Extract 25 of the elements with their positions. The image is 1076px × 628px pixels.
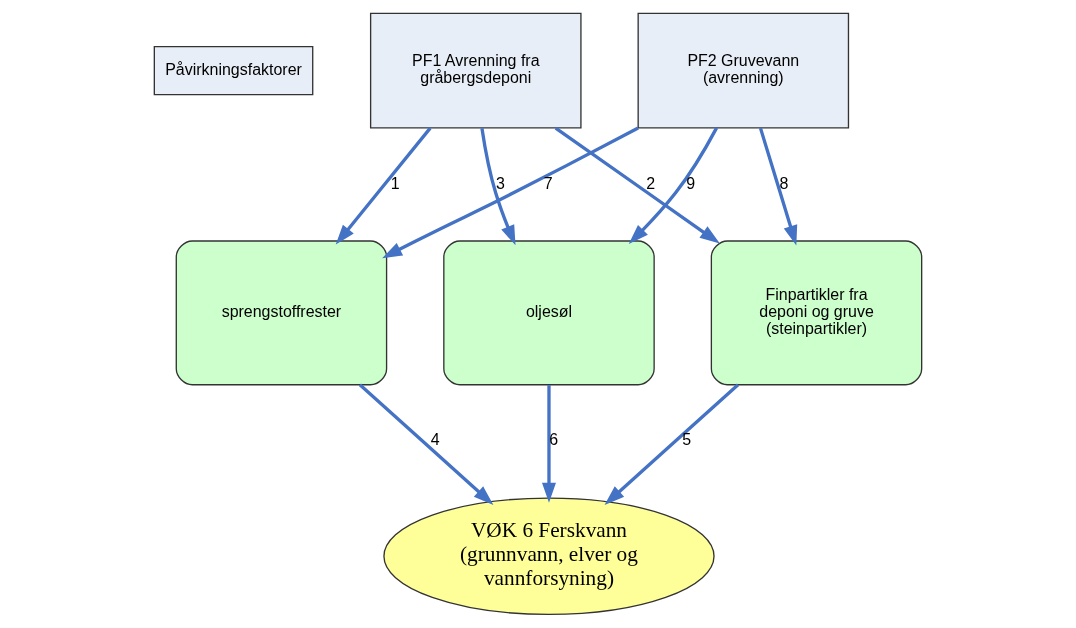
arrow — [480, 127, 516, 246]
edge-label: 1 — [390, 174, 400, 192]
edge-label: 6 — [549, 431, 559, 449]
edge-label: 9 — [686, 174, 696, 192]
arrow — [628, 127, 719, 244]
node-box: Påvirkningsfaktorer — [153, 46, 314, 96]
edge-label: 3 — [495, 174, 505, 192]
edge-label: 8 — [779, 174, 789, 192]
arrow — [758, 127, 798, 246]
node-box: oljesøl — [443, 240, 655, 386]
node-box: sprengstoffrester — [175, 240, 388, 386]
arrow — [541, 385, 556, 503]
node-ellipse: VØK 6 Ferskvann (grunnvann, elver og vannforsyning) — [383, 497, 715, 616]
arrow — [554, 126, 720, 244]
edge-label: 4 — [430, 431, 440, 449]
node-box: PF2 Gruvevann (avrenning) — [637, 12, 850, 129]
node-box: Finpartikler fra deponi og gruve (steinpartikler) — [710, 240, 923, 386]
edge-label: 7 — [543, 174, 553, 192]
arrow — [335, 127, 432, 245]
node-box: PF1 Avrenning fra gråbergsdeponi — [369, 12, 582, 129]
arrow — [604, 383, 740, 505]
edge-label: 2 — [646, 174, 656, 192]
arrow — [358, 383, 494, 505]
arrow — [382, 126, 639, 259]
edge-label: 5 — [682, 431, 692, 449]
